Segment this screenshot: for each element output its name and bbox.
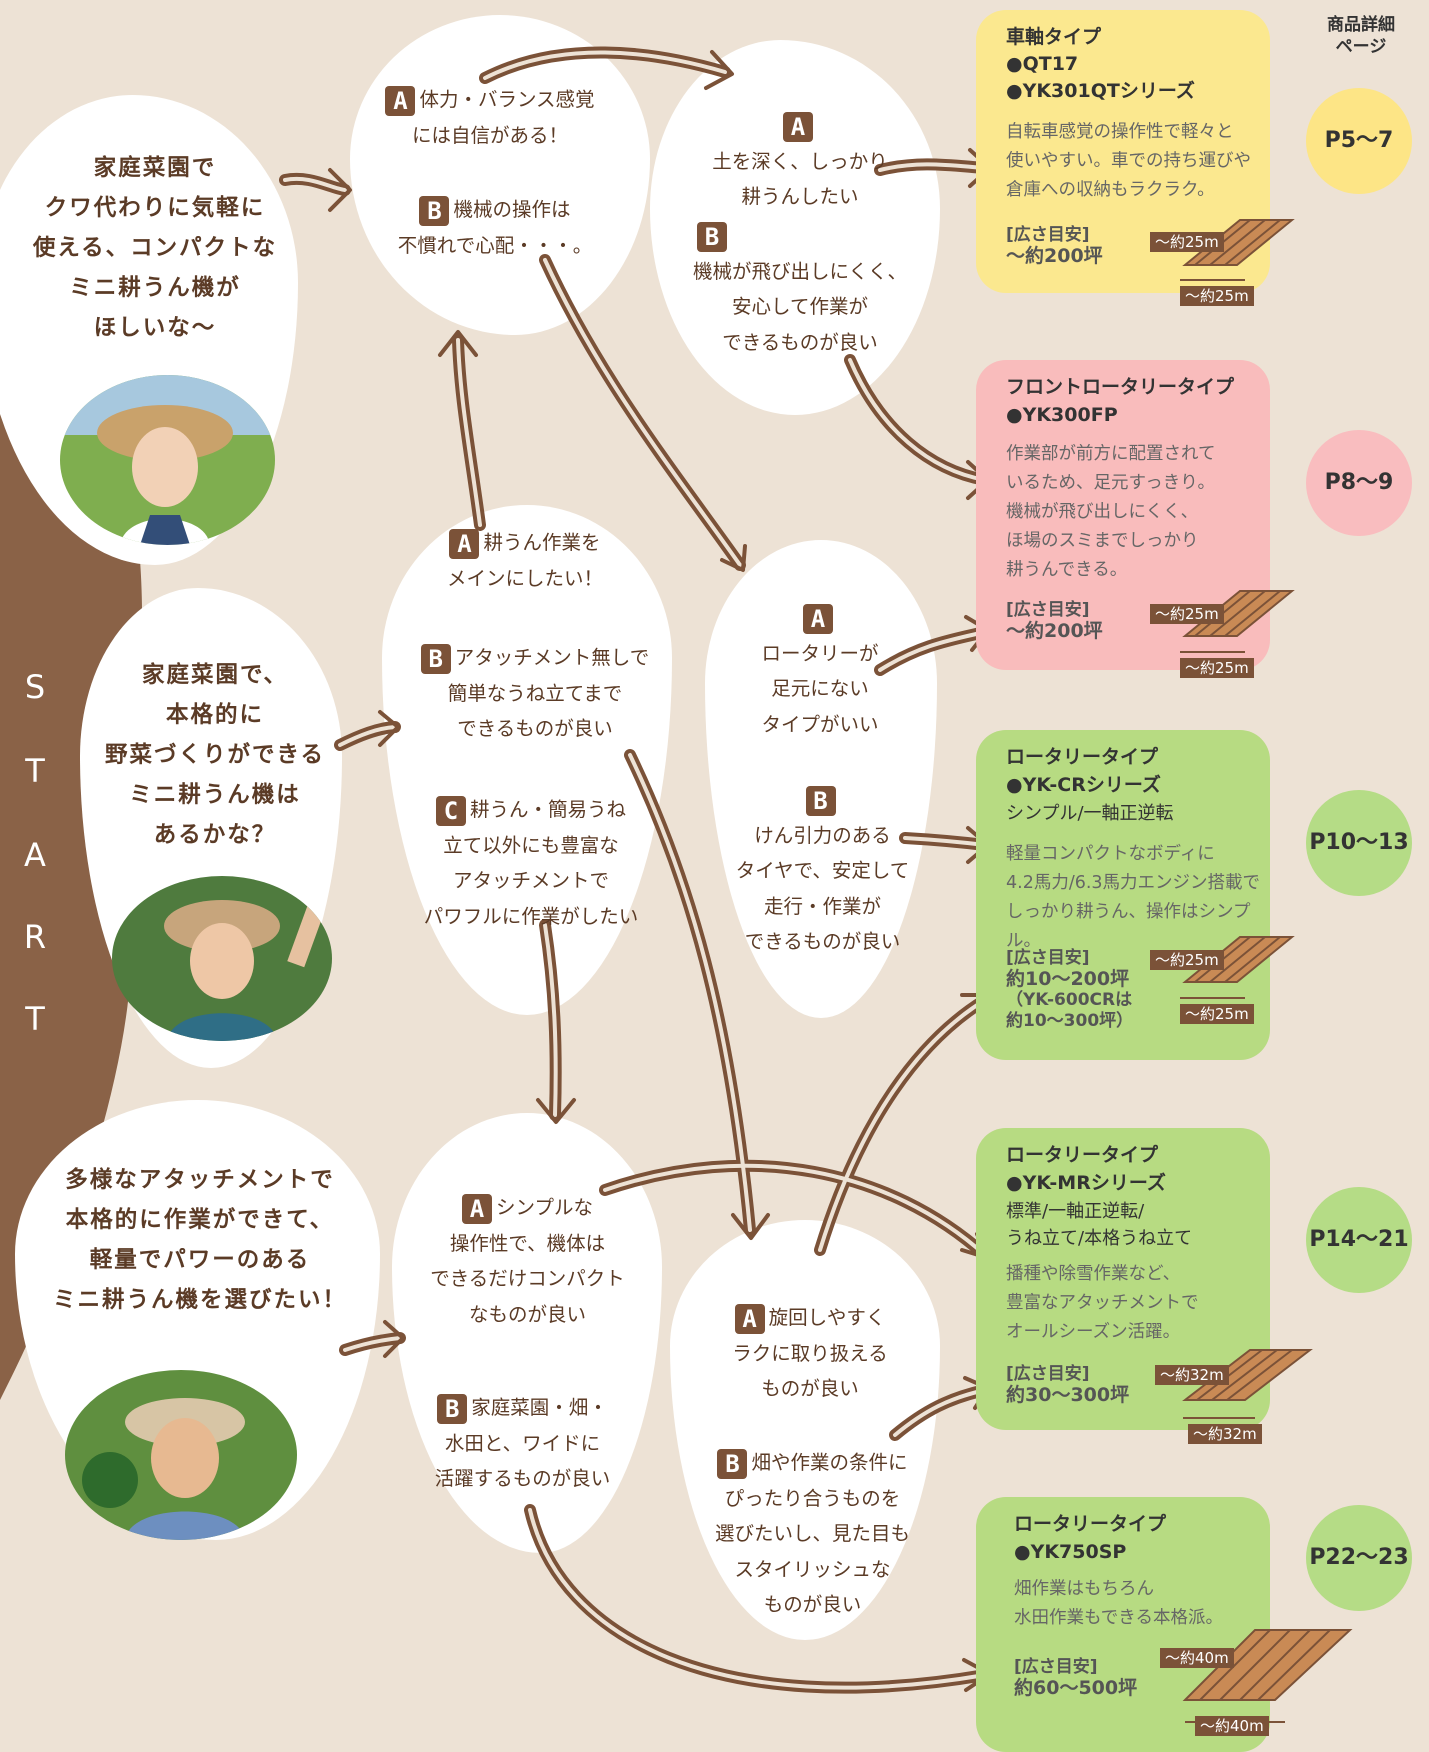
field-size-tag: 〜約32m	[1188, 1424, 1262, 1444]
start-question-2: 家庭菜園で、本格的に野菜づくりができるミニ耕うん機はあるかな？	[104, 662, 326, 848]
field-size-tag: 〜約25m	[1150, 232, 1224, 252]
man-farmer-photo	[65, 1370, 297, 1540]
option-a-badge: A	[462, 1193, 493, 1224]
field-size-tag: 〜約25m	[1180, 1004, 1254, 1024]
start-letter: T	[25, 752, 45, 790]
option-b-badge: B	[419, 195, 450, 226]
field-size-tag: 〜約25m	[1150, 604, 1224, 624]
start-question-3: 多様なアタッチメントで本格的に作業ができて、軽量でパワーのあるミニ耕うん機を選び…	[52, 1167, 347, 1313]
option-a-badge: A	[385, 85, 416, 116]
q2-option-b[interactable]: B 機械が飛び出しにくく、安心して作業ができるものが良い	[692, 221, 908, 354]
q2-option-a[interactable]: A 土を深く、しっかり耕うんしたい	[712, 111, 888, 208]
field-size-tag: 〜約40m	[1160, 1648, 1234, 1668]
page-link-p14[interactable]: P14〜21	[1306, 1187, 1412, 1293]
product-page-header: 商品詳細ページ	[1327, 15, 1395, 57]
option-b-badge: B	[697, 221, 727, 252]
start-question-1: 家庭菜園でクワ代わりに気軽に使える、コンパクトなミニ耕うん機がほしいな〜	[32, 155, 278, 341]
option-b-badge: B	[437, 1393, 468, 1424]
field-size-tag: 〜約25m	[1180, 286, 1254, 306]
option-c-badge: C	[435, 795, 466, 826]
option-a-badge: A	[449, 528, 480, 559]
page-link-p5[interactable]: P5〜7	[1306, 88, 1412, 194]
page-link-p8[interactable]: P8〜9	[1306, 430, 1412, 536]
option-b-badge: B	[717, 1448, 748, 1479]
q4-option-b[interactable]: B けん引力のあるタイヤで、安定して走行・作業ができるものが良い	[735, 785, 910, 953]
start-letter: S	[24, 668, 46, 706]
field-size-tag: 〜約40m	[1195, 1716, 1269, 1736]
option-a-badge: A	[734, 1303, 765, 1334]
product-card-sp[interactable]: ロータリータイプ ●YK750SP 畑作業はもちろん水田作業もできる本格派。 […	[976, 1497, 1270, 1752]
field-size-tag: 〜約25m	[1150, 950, 1224, 970]
page-link-p22[interactable]: P22〜23	[1306, 1505, 1412, 1611]
q4-option-a[interactable]: A ロータリーが足元にないタイプがいい	[761, 603, 879, 736]
page-link-p10[interactable]: P10〜13	[1306, 790, 1412, 896]
option-b-badge: B	[420, 643, 451, 674]
option-b-badge: B	[805, 785, 836, 816]
option-a-badge: A	[803, 603, 833, 634]
start-letter: T	[25, 1000, 45, 1038]
option-a-badge: A	[783, 111, 813, 142]
product-card-mr[interactable]: ロータリータイプ ●YK-MRシリーズ 標準/一軸正逆転/ うね立て/本格うね立…	[976, 1128, 1270, 1430]
field-size-tag: 〜約32m	[1155, 1365, 1229, 1385]
start-letter: A	[24, 836, 46, 874]
field-size-tag: 〜約25m	[1180, 658, 1254, 678]
woman-farmer-photo	[112, 876, 332, 1041]
start-letter: R	[23, 918, 47, 956]
